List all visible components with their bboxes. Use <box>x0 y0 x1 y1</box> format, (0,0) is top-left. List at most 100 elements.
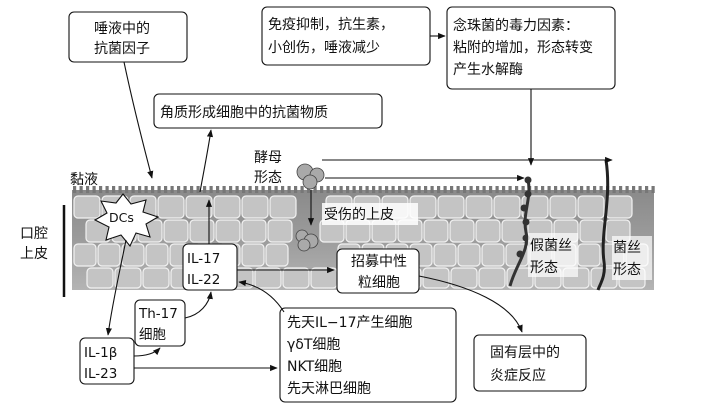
cilium <box>391 186 395 193</box>
epithelial-cell <box>310 267 338 289</box>
epithelial-cell <box>501 219 527 243</box>
cilium <box>534 186 538 193</box>
epithelial-cell <box>254 267 282 289</box>
cilium <box>469 186 473 193</box>
epithelial-cell <box>282 267 310 289</box>
cilium <box>599 186 603 193</box>
cilium <box>437 186 441 193</box>
cilium <box>489 186 493 193</box>
arrow-th17-to-il17 <box>184 291 213 319</box>
svg-text:角质形成细胞中的抗菌物质: 角质形成细胞中的抗菌物质 <box>160 105 328 121</box>
epithelial-cell <box>189 219 215 243</box>
hyphae-form-label: 菌丝 形态 <box>613 240 645 278</box>
epithelial-cell <box>97 243 121 267</box>
cilium <box>346 186 350 193</box>
cilium <box>222 186 226 193</box>
oral-epithelium-label: 口腔 上皮 <box>20 226 52 262</box>
epithelial-cell <box>577 243 601 267</box>
epithelial-cell <box>577 195 605 219</box>
epithelial-cell <box>265 243 289 267</box>
dendritic-cells: DCs <box>93 193 160 248</box>
box-keratinocyte-antimicrobials: 角质形成细胞中的抗菌物质 <box>153 93 383 129</box>
cilium <box>638 186 642 193</box>
cilium <box>339 186 343 193</box>
cilium <box>554 186 558 193</box>
cilium <box>359 186 363 193</box>
cilium <box>430 186 434 193</box>
cilium <box>612 186 616 193</box>
cilium <box>404 186 408 193</box>
cilium <box>586 186 590 193</box>
cilium <box>424 186 428 193</box>
epithelial-cell <box>145 243 169 267</box>
epithelial-cell <box>449 219 475 243</box>
cilium <box>541 186 545 193</box>
box-neutrophil-recruitment: 招募中性粒细胞 <box>336 248 420 294</box>
cilium <box>99 186 103 193</box>
cilium <box>183 186 187 193</box>
cilium <box>248 186 252 193</box>
epithelial-cell <box>478 267 506 289</box>
hyphae <box>596 159 610 291</box>
cilium <box>398 186 402 193</box>
cilium <box>79 186 83 193</box>
epithelial-cell <box>549 195 577 219</box>
svg-text:招募中性粒细胞: 招募中性粒细胞 <box>351 254 407 291</box>
cilium <box>352 186 356 193</box>
damaged-epithelium-label: 受伤的上皮 <box>324 207 394 223</box>
cilium <box>118 186 122 193</box>
epithelial-cell <box>73 195 101 219</box>
epithelial-cell <box>121 243 145 267</box>
cilium <box>144 186 148 193</box>
epithelial-cell <box>457 243 481 267</box>
epithelial-cell <box>267 219 293 243</box>
cilium <box>229 186 233 193</box>
epithelial-cell <box>213 195 241 219</box>
arrow-innate-to-il17 <box>238 280 285 313</box>
cilium <box>203 186 207 193</box>
cilium <box>463 186 467 193</box>
cilium <box>209 186 213 193</box>
cilium <box>105 186 109 193</box>
cilium <box>216 186 220 193</box>
cilium <box>385 186 389 193</box>
cilium <box>476 186 480 193</box>
cilium <box>645 186 649 193</box>
cilium <box>580 186 584 193</box>
epithelial-cell <box>163 219 189 243</box>
epithelial-cell <box>73 243 97 267</box>
epithelial-cell <box>241 243 265 267</box>
cilium <box>456 186 460 193</box>
epithelial-cell <box>422 267 450 289</box>
cilium <box>268 186 272 193</box>
cilium <box>138 186 142 193</box>
epithelial-cell <box>86 267 114 289</box>
cilium <box>281 186 285 193</box>
yeast-cells <box>295 163 325 252</box>
cilium <box>521 186 525 193</box>
epithelial-cell <box>241 195 269 219</box>
cilium <box>632 186 636 193</box>
epithelial-cell <box>185 195 213 219</box>
epithelial-cell <box>142 267 170 289</box>
cilium <box>547 186 551 193</box>
cilium <box>235 186 239 193</box>
cilium <box>320 186 324 193</box>
cilium <box>378 186 382 193</box>
epithelial-cell <box>433 243 457 267</box>
epithelial-cell <box>437 195 465 219</box>
arrow-dcs-to-il1b <box>105 239 127 336</box>
cilium <box>274 186 278 193</box>
cilium <box>261 186 265 193</box>
cilium <box>131 186 135 193</box>
epithelial-cell <box>269 195 297 219</box>
pseudohyphae <box>508 176 532 287</box>
cilium <box>86 186 90 193</box>
epithelial-cell <box>241 219 267 243</box>
epithelial-cell <box>481 243 505 267</box>
